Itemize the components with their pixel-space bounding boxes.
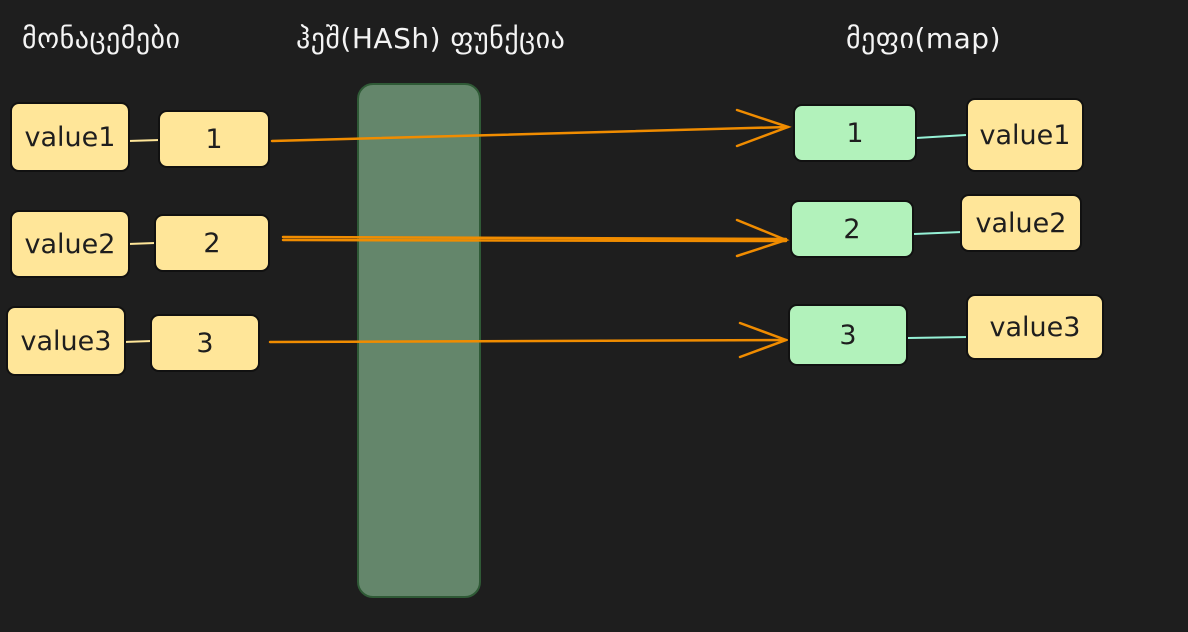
hash-function-band [357,83,481,598]
source-connector-1 [127,139,161,142]
map-value-3: value3 [966,294,1104,360]
hash-function-heading: ჰეშ(HASh) ფუნქცია [296,22,566,55]
map-key-2: 2 [790,200,914,258]
source-key-3: 3 [150,314,260,372]
arrow-1 [270,108,792,148]
source-value-1: value1 [10,102,130,172]
source-connector-2 [127,242,156,245]
map-heading: მეფი(map) [846,22,1001,55]
map-value-1: value1 [966,98,1084,172]
source-key-2: 2 [154,214,270,272]
map-value-2: value2 [960,194,1082,252]
map-connector-2 [913,231,963,235]
map-key-3: 3 [788,304,908,366]
source-value-3: value3 [6,306,126,376]
source-value-2: value2 [10,210,130,278]
map-connector-1 [915,134,967,139]
map-key-1: 1 [793,104,917,162]
source-key-1: 1 [158,110,270,168]
map-connector-3 [907,336,969,339]
source-connector-3 [123,340,153,343]
data-heading: მონაცემები [22,22,181,55]
arrow-3 [268,321,790,359]
